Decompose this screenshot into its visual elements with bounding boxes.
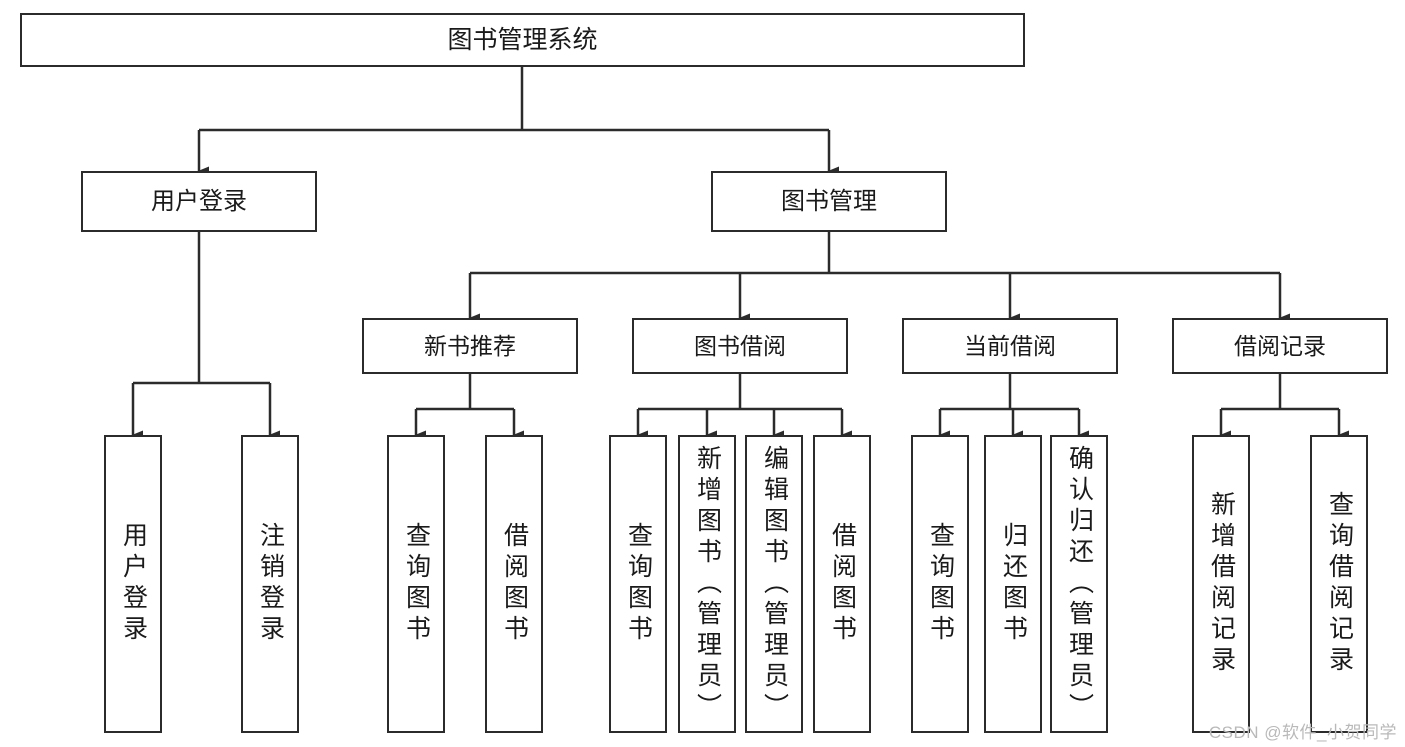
node-leaf-query-book-1[interactable]: 查询图书 xyxy=(387,435,445,733)
node-label-leaf-query-book-3: 查询图书 xyxy=(926,522,955,646)
node-label-leaf-add-book: 新增图书（管理员） xyxy=(693,444,722,724)
node-label-book-borrow: 图书借阅 xyxy=(694,332,786,359)
node-label-leaf-query-record: 查询借阅记录 xyxy=(1325,491,1354,677)
node-label-leaf-query-book-2: 查询图书 xyxy=(624,522,653,646)
node-label-leaf-query-book-1: 查询图书 xyxy=(402,522,431,646)
node-label-current-borrow: 当前借阅 xyxy=(964,332,1056,359)
node-leaf-logout[interactable]: 注销登录 xyxy=(241,435,299,733)
node-leaf-return-book[interactable]: 归还图书 xyxy=(984,435,1042,733)
node-label-root: 图书管理系统 xyxy=(447,25,598,54)
node-leaf-confirm-return[interactable]: 确认归还（管理员） xyxy=(1050,435,1108,733)
node-label-leaf-edit-book: 编辑图书（管理员） xyxy=(760,444,789,724)
node-label-borrow-record: 借阅记录 xyxy=(1234,332,1326,359)
node-new-book-recommend[interactable]: 新书推荐 xyxy=(362,318,578,374)
node-label-leaf-logout: 注销登录 xyxy=(256,522,285,646)
node-label-leaf-borrow-book-2: 借阅图书 xyxy=(828,522,857,646)
node-leaf-user-login[interactable]: 用户登录 xyxy=(104,435,162,733)
node-current-borrow[interactable]: 当前借阅 xyxy=(902,318,1118,374)
node-label-leaf-borrow-book-1: 借阅图书 xyxy=(500,522,529,646)
node-leaf-query-book-3[interactable]: 查询图书 xyxy=(911,435,969,733)
node-label-book-admin: 图书管理 xyxy=(781,187,877,215)
node-book-admin[interactable]: 图书管理 xyxy=(711,171,947,232)
node-label-leaf-return-book: 归还图书 xyxy=(999,522,1028,646)
node-label-leaf-confirm-return: 确认归还（管理员） xyxy=(1065,444,1094,724)
node-leaf-query-record[interactable]: 查询借阅记录 xyxy=(1310,435,1368,733)
node-borrow-record[interactable]: 借阅记录 xyxy=(1172,318,1388,374)
node-leaf-edit-book[interactable]: 编辑图书（管理员） xyxy=(745,435,803,733)
node-label-user-login: 用户登录 xyxy=(151,187,247,215)
node-user-login[interactable]: 用户登录 xyxy=(81,171,317,232)
csdn-watermark: CSDN @软件_小贺同学 xyxy=(1208,723,1397,742)
node-leaf-add-record[interactable]: 新增借阅记录 xyxy=(1192,435,1250,733)
node-leaf-query-book-2[interactable]: 查询图书 xyxy=(609,435,667,733)
node-label-leaf-add-record: 新增借阅记录 xyxy=(1207,491,1236,677)
node-leaf-add-book[interactable]: 新增图书（管理员） xyxy=(678,435,736,733)
node-root[interactable]: 图书管理系统 xyxy=(20,13,1025,67)
node-leaf-borrow-book-2[interactable]: 借阅图书 xyxy=(813,435,871,733)
node-leaf-borrow-book-1[interactable]: 借阅图书 xyxy=(485,435,543,733)
node-label-new-book-recommend: 新书推荐 xyxy=(424,332,516,359)
node-label-leaf-user-login: 用户登录 xyxy=(119,522,148,646)
node-book-borrow[interactable]: 图书借阅 xyxy=(632,318,848,374)
